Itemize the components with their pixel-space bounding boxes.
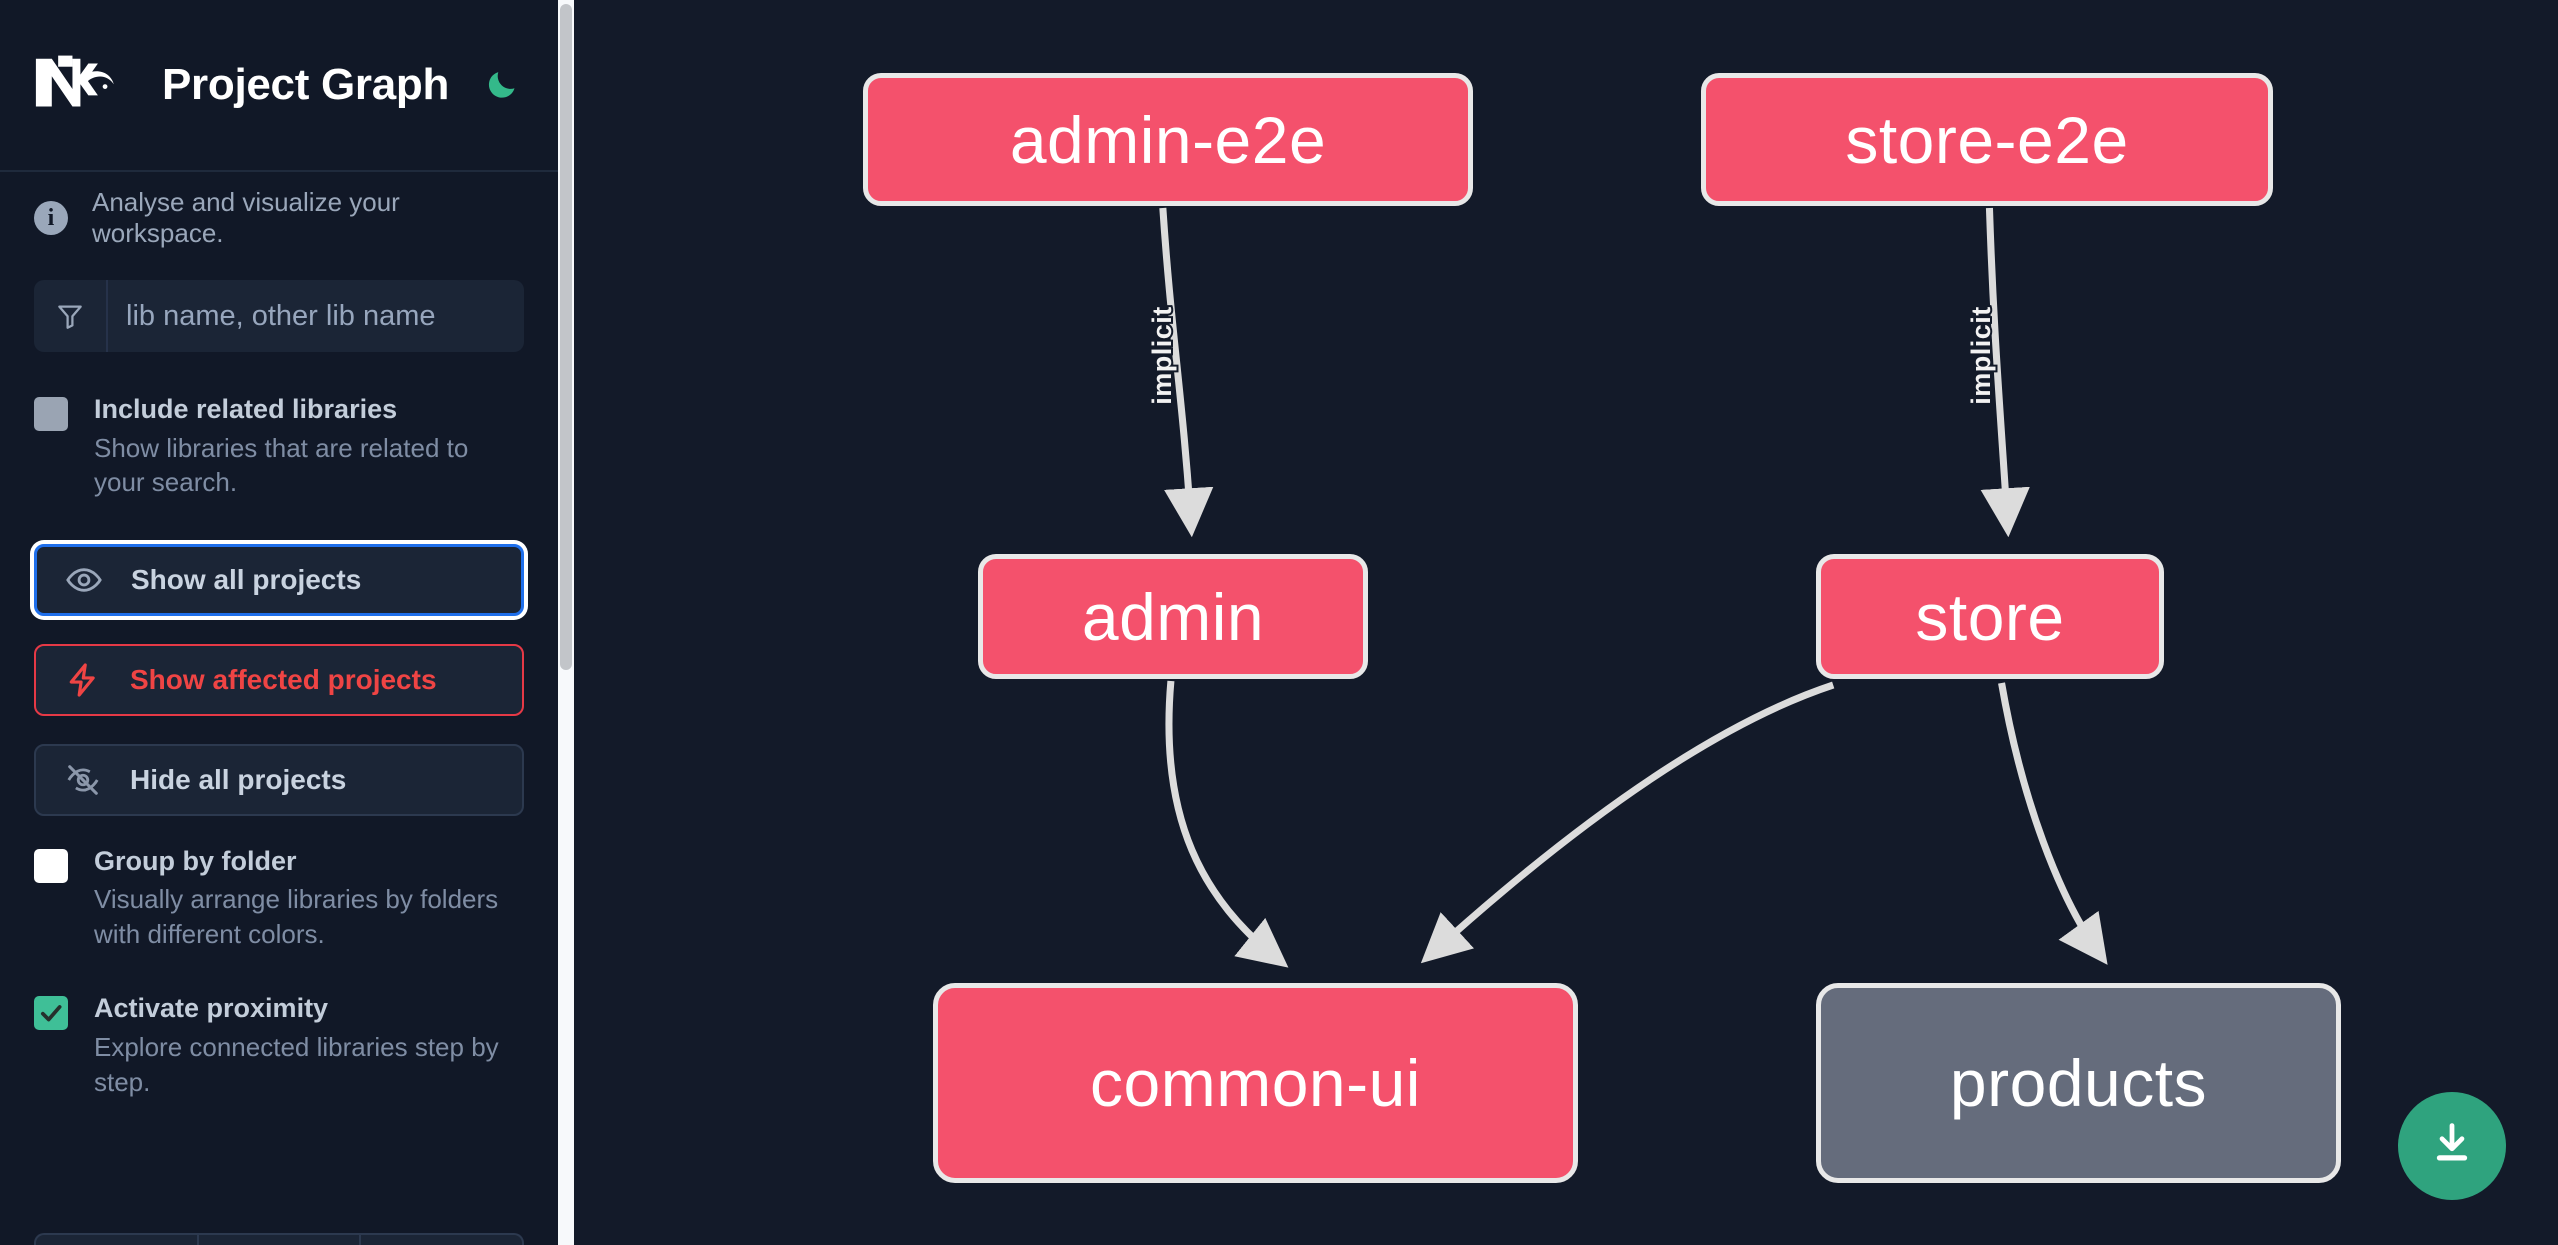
search-field[interactable] [34, 280, 524, 352]
option-include-related-libraries[interactable]: Include related libraries Show libraries… [34, 392, 524, 500]
option-title: Activate proximity [94, 993, 329, 1024]
segment-option-3[interactable] [359, 1233, 525, 1245]
hide-all-projects-button[interactable]: Hide all projects [34, 743, 524, 816]
show-all-projects-button[interactable]: Show all projects [34, 543, 524, 616]
workspace-tagline: i Analyse and visualize your workspace. [0, 172, 558, 264]
search-input[interactable] [108, 280, 524, 352]
sidebar-header: Project Graph [0, 0, 558, 172]
filter-icon [34, 280, 108, 352]
sidebar: Project Graph i Analyse and visualize yo… [0, 0, 558, 1245]
text-filter-segmented-control[interactable] [34, 1233, 525, 1245]
button-label: Show all projects [131, 563, 362, 595]
option-description: Show libraries that are related to your … [94, 432, 469, 498]
button-label: Hide all projects [130, 763, 347, 795]
checkbox-include-related-libraries[interactable] [34, 397, 68, 431]
graph-canvas[interactable]: admin-e2e store-e2e admin store common-u… [558, 0, 2558, 1245]
option-activate-proximity[interactable]: Activate proximity Explore connected lib… [34, 991, 524, 1099]
graph-node-products[interactable]: products [1816, 983, 2341, 1183]
option-title: Include related libraries [94, 394, 398, 424]
node-label: products [1949, 1046, 2208, 1120]
sidebar-scrollbar-thumb[interactable] [560, 4, 572, 670]
node-label: common-ui [1090, 1046, 1421, 1120]
checkbox-group-by-folder[interactable] [34, 848, 68, 883]
page-title: Project Graph [162, 60, 450, 109]
moon-icon[interactable] [479, 63, 523, 107]
sidebar-body: Include related libraries Show libraries… [0, 280, 558, 1099]
nx-logo-icon [34, 54, 130, 116]
checkbox-activate-proximity[interactable] [34, 996, 68, 1031]
lightning-icon [64, 661, 106, 699]
node-label: admin [1081, 579, 1265, 654]
segment-option-1[interactable] [34, 1233, 197, 1245]
graph-node-admin[interactable]: admin [978, 554, 1368, 679]
show-affected-projects-button[interactable]: Show affected projects [34, 643, 524, 716]
graph-node-store-e2e[interactable]: store-e2e [1701, 73, 2273, 206]
edge-admin-e2e-to-admin [1159, 207, 1214, 538]
eye-off-icon [64, 761, 106, 799]
node-label: admin-e2e [1009, 102, 1327, 177]
graph-node-store[interactable]: store [1816, 554, 2164, 679]
edge-store-to-products [1998, 682, 2108, 965]
eye-icon [65, 561, 107, 599]
info-icon: i [34, 201, 68, 235]
edge-store-e2e-to-store [1980, 207, 2030, 538]
sidebar-scrollbar[interactable] [558, 0, 574, 1245]
graph-edges [1159, 207, 2108, 968]
edge-store-to-common-ui [1420, 681, 1835, 964]
tagline-text: Analyse and visualize your workspace. [92, 187, 400, 248]
edge-admin-to-common-ui [1165, 680, 1289, 968]
button-label: Show affected projects [130, 663, 437, 695]
node-label: store-e2e [1845, 102, 2129, 177]
option-description: Explore connected libraries step by step… [94, 1031, 499, 1097]
graph-node-admin-e2e[interactable]: admin-e2e [863, 73, 1473, 206]
segment-option-2[interactable] [196, 1233, 360, 1245]
download-graph-button[interactable] [2398, 1092, 2506, 1200]
option-title: Group by folder [94, 845, 297, 876]
option-description: Visually arrange libraries by folders wi… [94, 884, 499, 949]
download-icon [2426, 1118, 2478, 1175]
project-action-buttons: Show all projects Show affected projects [34, 543, 524, 816]
option-group-by-folder[interactable]: Group by folder Visually arrange librari… [34, 844, 524, 952]
node-label: store [1915, 579, 2065, 654]
graph-node-common-ui[interactable]: common-ui [933, 983, 1578, 1183]
